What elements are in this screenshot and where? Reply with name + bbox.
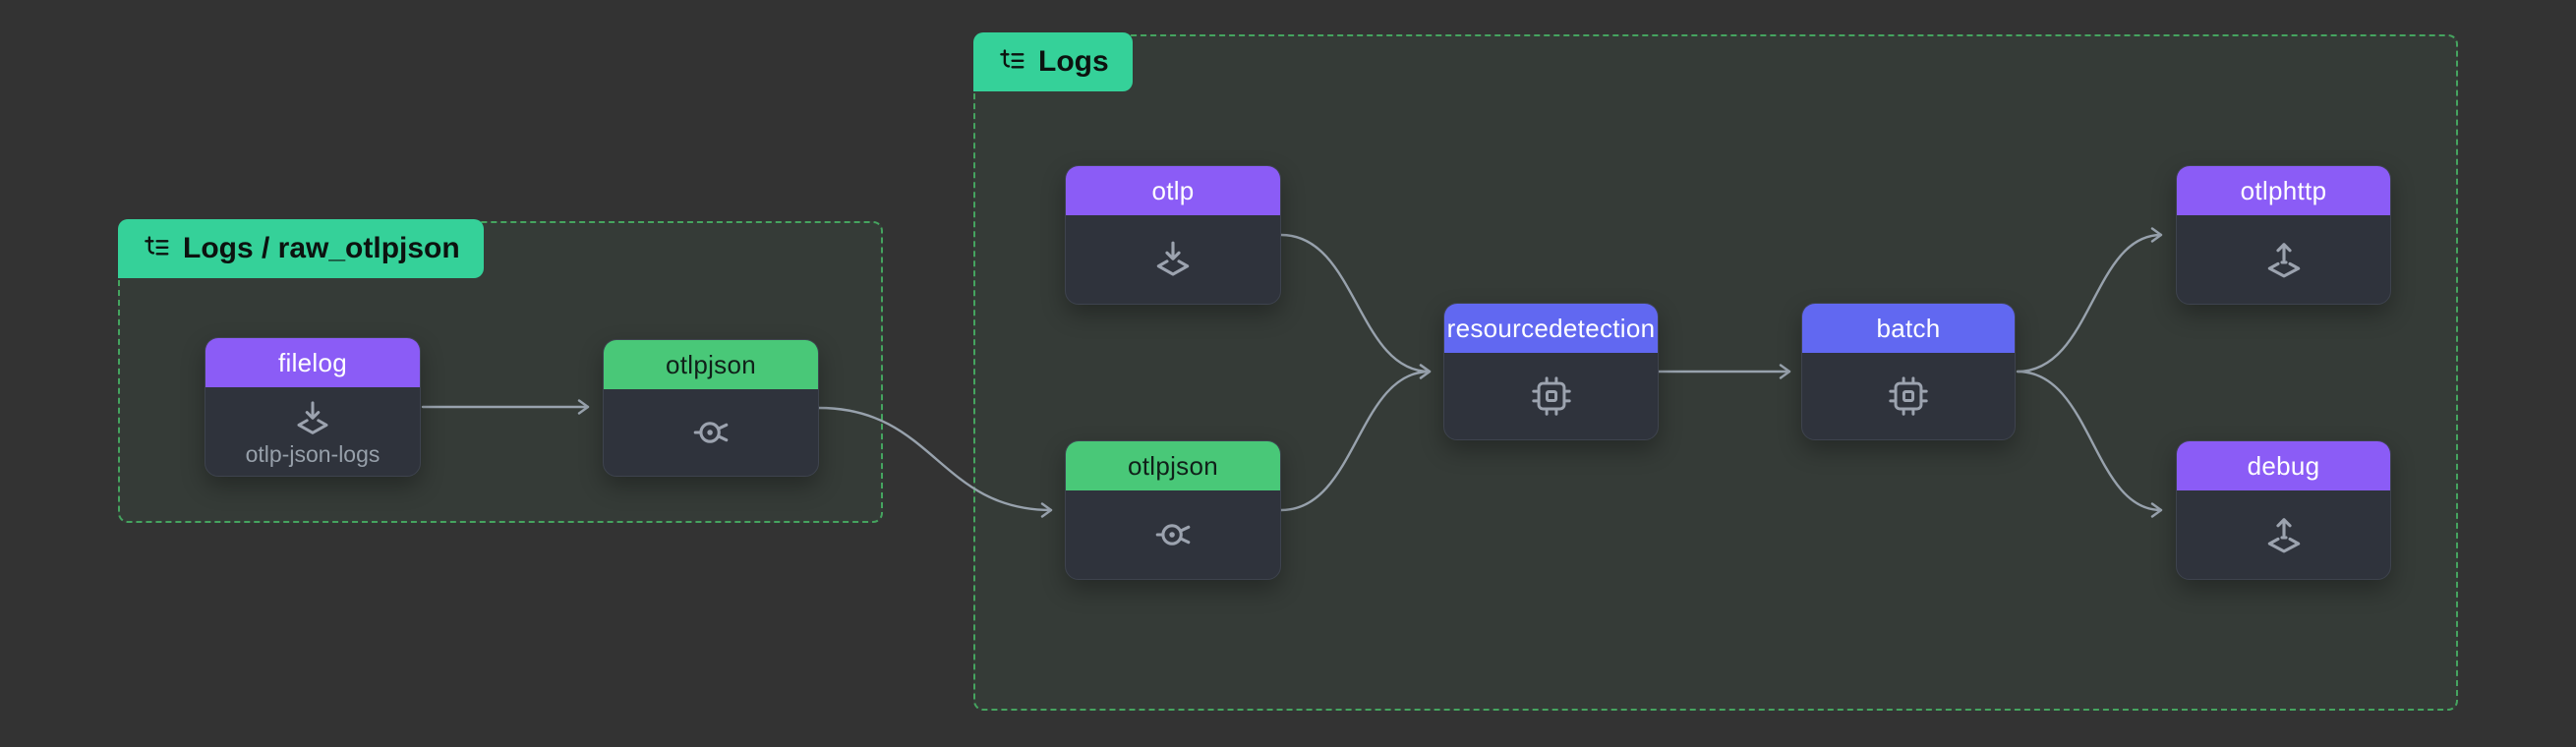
processor-icon xyxy=(1531,375,1572,417)
node-otlpjson[interactable]: otlpjson xyxy=(1065,440,1281,580)
node-body xyxy=(1444,353,1658,439)
node-sublabel: otlp-json-logs xyxy=(245,440,381,467)
receiver-icon xyxy=(1151,238,1195,281)
node-header: otlp xyxy=(1066,166,1280,215)
pipeline-tag-logs-raw-otlpjson: Logs / raw_otlpjson xyxy=(118,219,484,278)
pipeline-tag-label: Logs / raw_otlpjson xyxy=(183,232,460,264)
processor-icon xyxy=(1888,375,1929,417)
connector-icon xyxy=(689,411,732,454)
node-otlphttp[interactable]: otlphttp xyxy=(2176,165,2391,305)
node-body: otlp-json-logs xyxy=(205,387,420,476)
pipeline-tag-label: Logs xyxy=(1038,45,1109,78)
node-body xyxy=(1802,353,2015,439)
logs-icon xyxy=(997,47,1026,77)
node-header: batch xyxy=(1802,304,2015,353)
node-header: otlpjson xyxy=(604,340,818,389)
node-body xyxy=(2177,215,2390,304)
node-header: debug xyxy=(2177,441,2390,490)
node-header: otlpjson xyxy=(1066,441,1280,490)
exporter-icon xyxy=(2262,238,2306,281)
node-body xyxy=(1066,490,1280,579)
node-body xyxy=(1066,215,1280,304)
node-header: resourcedetection xyxy=(1444,304,1658,353)
node-batch[interactable]: batch xyxy=(1801,303,2016,440)
node-body xyxy=(2177,490,2390,579)
logs-icon xyxy=(142,234,171,263)
node-resourcedetection[interactable]: resourcedetection xyxy=(1443,303,1659,440)
node-header: filelog xyxy=(205,338,420,387)
pipeline-tag-logs: Logs xyxy=(973,32,1133,91)
receiver-icon xyxy=(292,398,333,439)
node-body xyxy=(604,389,818,476)
node-filelog[interactable]: filelog otlp-json-logs xyxy=(205,337,421,477)
node-header: otlphttp xyxy=(2177,166,2390,215)
node-debug[interactable]: debug xyxy=(2176,440,2391,580)
node-otlpjson-raw[interactable]: otlpjson xyxy=(603,339,819,477)
node-otlp[interactable]: otlp xyxy=(1065,165,1281,305)
pipeline-group-logs xyxy=(973,34,2458,711)
exporter-icon xyxy=(2262,513,2306,556)
connector-icon xyxy=(1151,513,1195,556)
